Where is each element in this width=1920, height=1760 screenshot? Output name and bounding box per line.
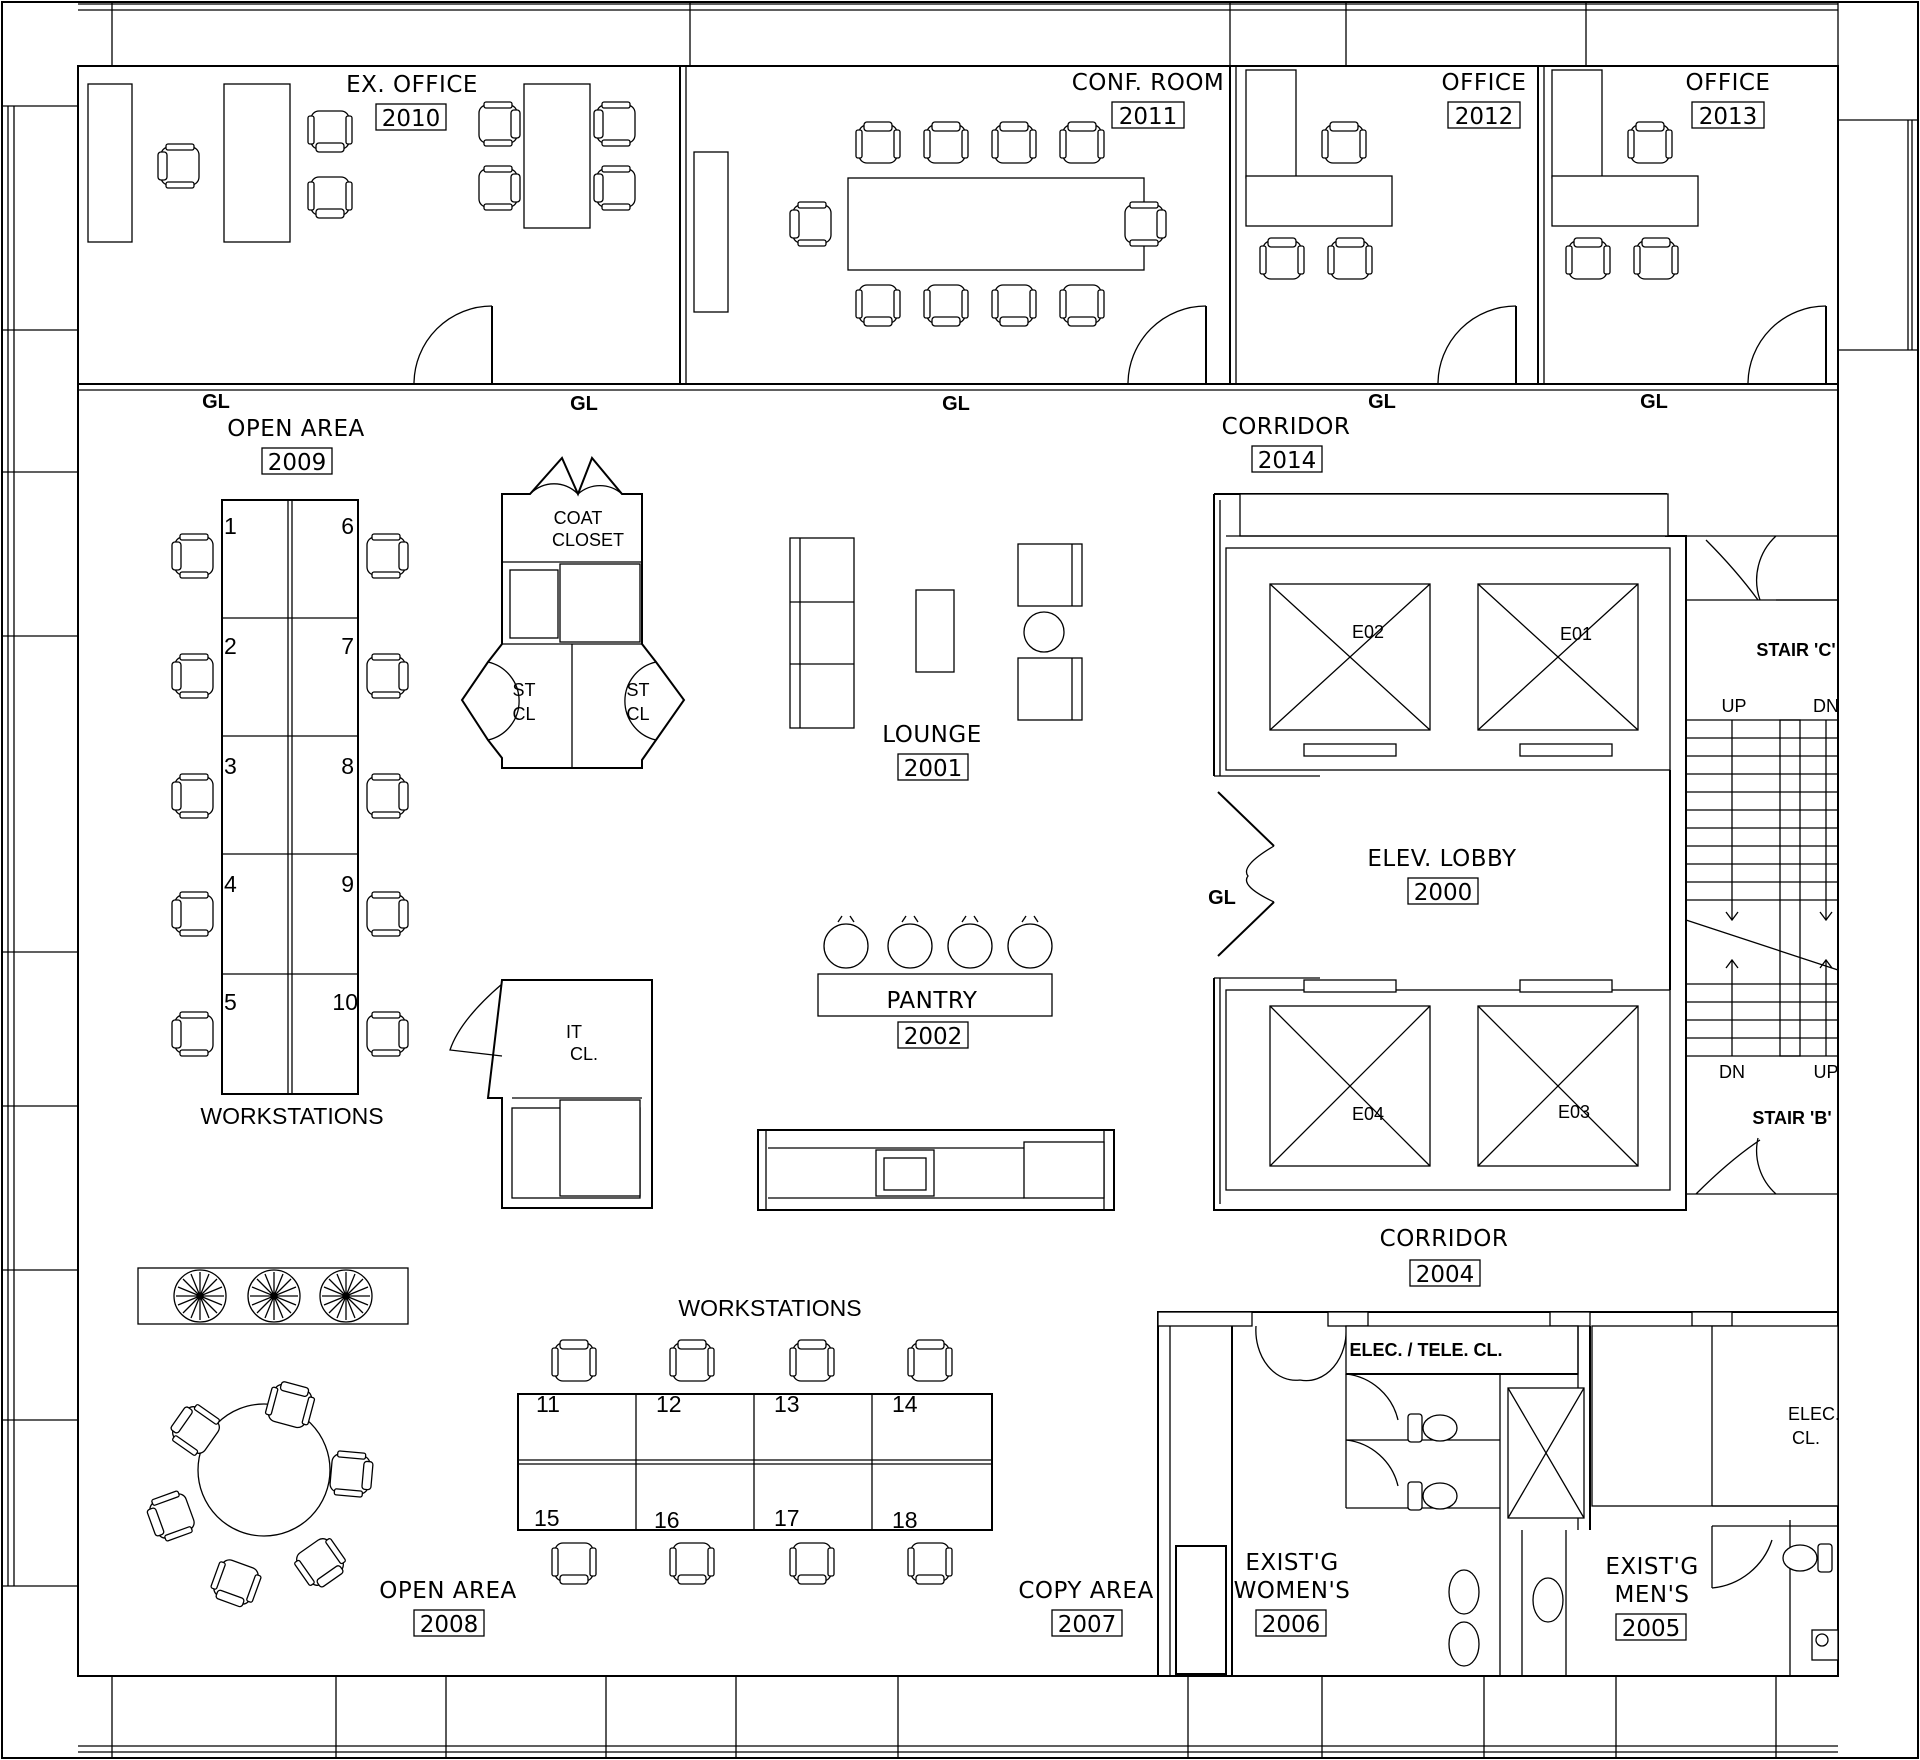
stair-c-label: STAIR 'C': [1756, 640, 1835, 660]
office-2013-number: 2013: [1699, 104, 1758, 130]
pantry-counter: [757, 915, 1115, 1211]
stair-c-and-b: [1685, 535, 1839, 1318]
conference-furniture: [693, 121, 1167, 327]
glass-label: GL: [202, 391, 230, 413]
mens-name-1: EXIST'G: [1605, 1554, 1698, 1580]
elec-tele-closet-label: ELEC. / TELE. CL.: [1349, 1340, 1502, 1360]
room-labels: EX. OFFICE 2010 CONF. ROOM 2011 OFFICE 2…: [227, 70, 1770, 1642]
storage-closet-label-2: CL: [512, 704, 535, 724]
corridor-2014-name: CORRIDOR: [1222, 414, 1351, 440]
coat-closet-label-1: COAT: [554, 508, 603, 528]
office-2012-name: OFFICE: [1442, 70, 1527, 96]
mens-number: 2005: [1622, 1616, 1681, 1642]
round-table: [143, 1378, 375, 1611]
workstation-number: 8: [341, 753, 354, 779]
open-area-2009-number: 2009: [268, 450, 327, 476]
workstation-number: 9: [341, 871, 354, 897]
ex-office-name: EX. OFFICE: [346, 72, 478, 98]
lounge-number: 2001: [904, 756, 963, 782]
lounge-name: LOUNGE: [882, 722, 982, 748]
workstation-number: 7: [341, 633, 354, 659]
workstation-number: 17: [774, 1505, 800, 1531]
workstations-label: WORKSTATIONS: [678, 1295, 861, 1321]
glass-label: GL: [570, 393, 598, 415]
office-furniture: [1245, 69, 1699, 280]
elevator-label: E02: [1352, 622, 1384, 642]
workstation-number: 6: [341, 513, 354, 539]
stair-dn-label: DN: [1813, 696, 1839, 716]
workstation-number: 15: [534, 1505, 560, 1531]
stair-dn-label: DN: [1719, 1062, 1745, 1082]
mens-name-2: MEN'S: [1614, 1582, 1689, 1608]
storage-closet-label-2: CL: [626, 704, 649, 724]
office-2013-name: OFFICE: [1686, 70, 1771, 96]
corridor-2004-number: 2004: [1416, 1262, 1475, 1288]
ex-office-number: 2010: [382, 106, 441, 132]
coat-closet: [460, 456, 686, 769]
copy-area-number: 2007: [1058, 1612, 1117, 1638]
storage-closet-label-1: ST: [512, 680, 535, 700]
north-offices: [78, 66, 1838, 391]
workstation-number: 14: [892, 1391, 918, 1417]
corridor-2004-name: CORRIDOR: [1380, 1226, 1509, 1252]
elevator-label: E01: [1560, 624, 1592, 644]
workstation-number: 12: [656, 1391, 682, 1417]
workstation-number: 2: [224, 633, 237, 659]
coat-closet-label-2: CLOSET: [552, 530, 624, 550]
open-area-2008-number: 2008: [420, 1612, 479, 1638]
west-workstations: [171, 499, 409, 1095]
womens-number: 2006: [1262, 1612, 1321, 1638]
elevator-label: E03: [1558, 1102, 1590, 1122]
stair-up-label: UP: [1721, 696, 1746, 716]
open-area-2008-name: OPEN AREA: [379, 1578, 517, 1604]
ex-office-furniture: [87, 83, 636, 243]
storage-closet-label-1: ST: [626, 680, 649, 700]
womens-name-2: WOMEN'S: [1234, 1578, 1351, 1604]
corridor-2014-number: 2014: [1258, 448, 1317, 474]
it-closet-label-2: CL.: [570, 1044, 598, 1064]
glass-label: GL: [1208, 887, 1236, 909]
workstation-number: 13: [774, 1391, 800, 1417]
workstation-numbers: 1 2 3 4 5 6 7 8 9 10 11 12 13 14 15 16 1…: [224, 513, 918, 1533]
open-area-2009-name: OPEN AREA: [227, 416, 365, 442]
copy-area-name: COPY AREA: [1018, 1578, 1153, 1604]
workstation-number: 11: [536, 1391, 560, 1417]
annotations: GL GL GL GL GL GL COAT CLOSET ST CL ST C…: [200, 391, 1840, 1448]
workstation-number: 10: [332, 989, 358, 1015]
workstation-number: 4: [224, 871, 237, 897]
glass-label: GL: [1640, 391, 1668, 413]
elevator-core: [1213, 493, 1706, 1211]
planter: [137, 1267, 409, 1325]
office-2012-number: 2012: [1455, 104, 1514, 130]
workstation-number: 3: [224, 753, 237, 779]
workstation-number: 16: [654, 1507, 680, 1533]
elec-closet-label-2: CL.: [1792, 1428, 1820, 1448]
workstation-number: 1: [224, 513, 237, 539]
elev-lobby-name: ELEV. LOBBY: [1367, 846, 1517, 872]
stair-b-label: STAIR 'B': [1752, 1108, 1831, 1128]
glass-label: GL: [942, 393, 970, 415]
conf-room-number: 2011: [1119, 104, 1178, 130]
lounge-furniture: [789, 537, 1083, 729]
pantry-number: 2002: [904, 1024, 963, 1050]
workstations-label: WORKSTATIONS: [200, 1103, 383, 1129]
womens-name-1: EXIST'G: [1245, 1550, 1338, 1576]
conf-room-name: CONF. ROOM: [1072, 70, 1225, 96]
workstation-number: 5: [224, 989, 237, 1015]
workstation-number: 18: [892, 1507, 918, 1533]
pantry-name: PANTRY: [887, 988, 978, 1014]
elevator-label: E04: [1352, 1104, 1384, 1124]
restroom-core: [1157, 1311, 1839, 1677]
glass-label: GL: [1368, 391, 1396, 413]
south-workstations: [517, 1339, 993, 1585]
stair-up-label: UP: [1813, 1062, 1838, 1082]
elev-lobby-number: 2000: [1414, 880, 1473, 906]
elec-closet-label-1: ELEC.: [1788, 1404, 1840, 1424]
it-closet: [449, 979, 653, 1209]
it-closet-label-1: IT: [566, 1022, 582, 1042]
